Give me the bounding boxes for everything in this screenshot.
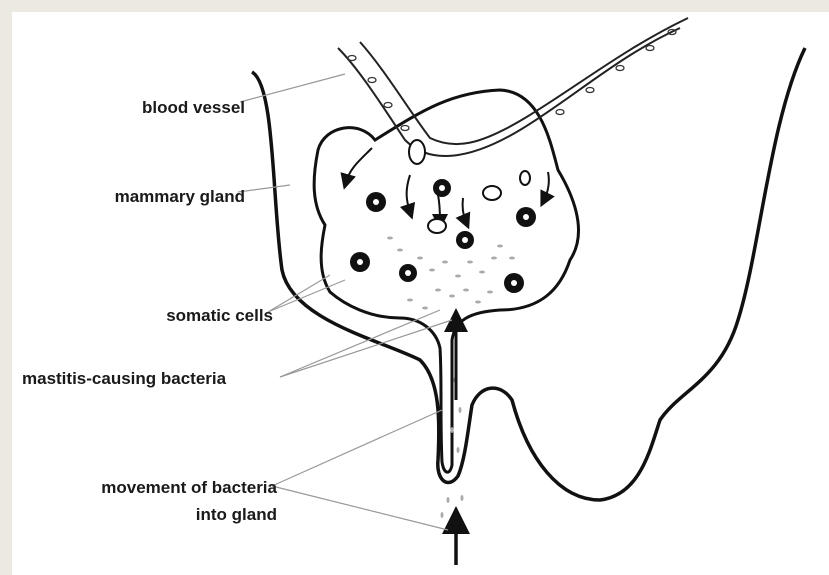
somatic-cell-group [350,179,536,293]
blood-vessel-bottom [360,18,688,144]
figure-frame: blood vessel mammary gland somatic cells… [12,12,829,575]
gland-outline [314,90,578,472]
label-somatic-cells: somatic cells [72,306,273,326]
label-movement-line2: into gland [32,505,277,525]
label-movement-line1: movement of bacteria [32,478,277,498]
label-blood-vessel: blood vessel [72,98,245,118]
blood-cells [348,30,676,131]
label-mastitis-bacteria: mastitis-causing bacteria [22,369,226,389]
label-mammary-gland: mammary gland [52,187,245,207]
